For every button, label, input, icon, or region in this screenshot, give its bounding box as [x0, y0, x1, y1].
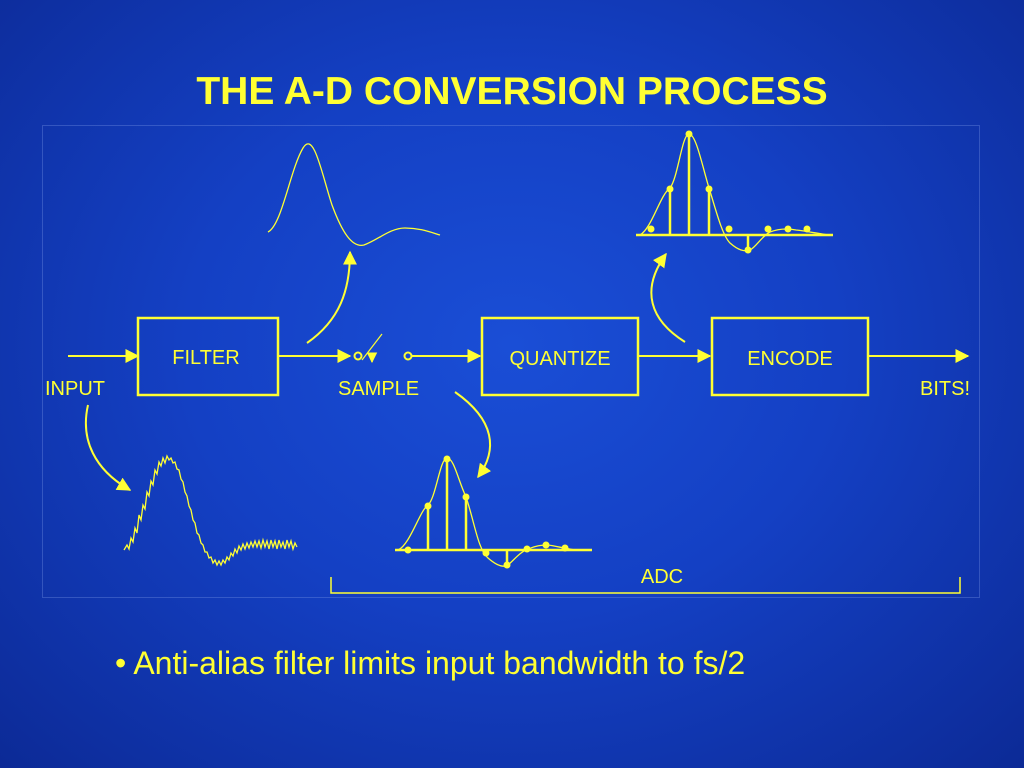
noisy-input-waveform	[123, 454, 298, 567]
sample-dots	[404, 455, 569, 569]
input-label: INPUT	[45, 378, 105, 400]
input-to-noisy-curve-arrow	[84, 404, 132, 491]
quantize-block	[480, 316, 640, 397]
filter-block	[136, 316, 280, 397]
samples-envelope	[397, 457, 576, 567]
encode-block	[710, 316, 870, 397]
adc-bracket	[330, 577, 961, 594]
sample-switch-blade	[361, 333, 383, 361]
sample-switch-contact-left	[353, 351, 363, 361]
encode-label: ENCODE	[747, 348, 833, 370]
filtered-waveform	[267, 143, 441, 246]
adc-label: ADC	[641, 566, 683, 588]
filter-to-smooth-curve-arrow	[306, 250, 357, 344]
quantized-dots	[647, 130, 811, 254]
sample-switch-contact-right	[403, 351, 413, 361]
sample-stems	[426, 459, 509, 565]
sample-label: SAMPLE	[338, 378, 419, 400]
sample-to-samples-arrow	[454, 391, 492, 479]
filter-label: FILTER	[172, 347, 239, 369]
bullet-point: • Anti-alias filter limits input bandwid…	[115, 645, 746, 681]
slide-title: THE A-D CONVERSION PROCESS	[196, 70, 828, 113]
bits-label: BITS!	[920, 378, 970, 400]
diagram-panel	[42, 125, 980, 598]
quantize-label: QUANTIZE	[509, 348, 610, 370]
encode-to-quantized-arrow	[650, 252, 686, 343]
quantized-envelope	[639, 133, 829, 252]
